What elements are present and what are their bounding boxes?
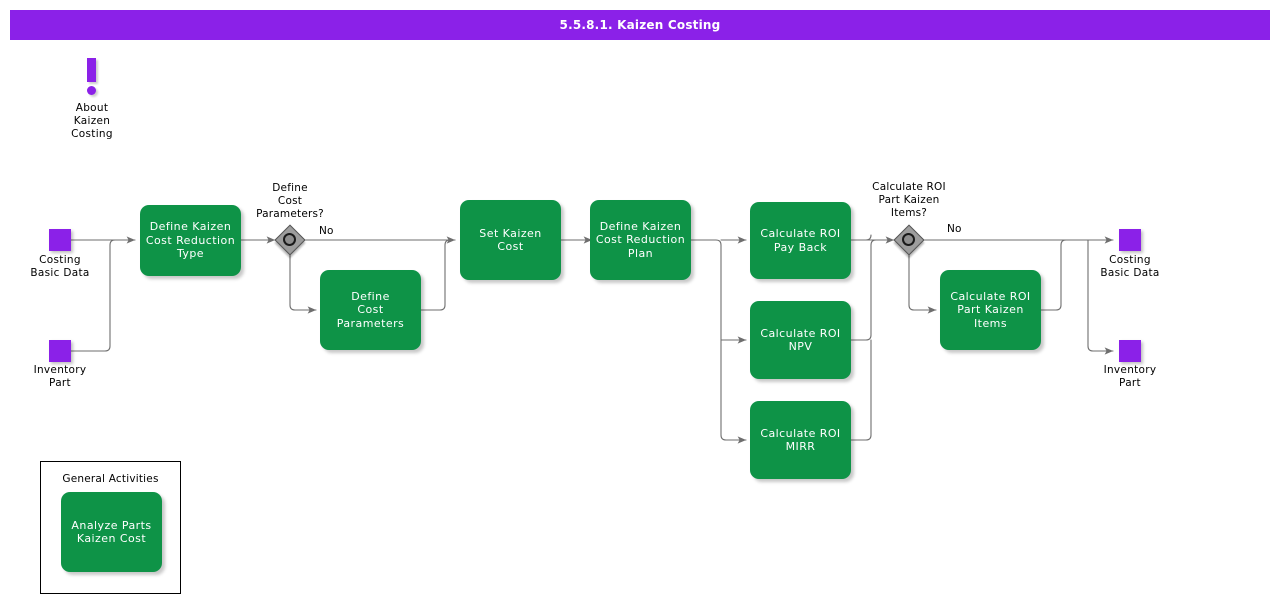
inventory-part-output[interactable] — [1119, 340, 1141, 362]
legend-general-activities: General Activities Analyze Parts Kaizen … — [40, 461, 181, 594]
exclamation-note-icon — [87, 58, 96, 82]
activity-calculate-roi-part-kaizen-items[interactable]: Calculate ROI Part Kaizen Items — [940, 270, 1041, 350]
activity-define-kaizen-cost-reduction-type[interactable]: Define Kaizen Cost Reduction Type — [140, 205, 241, 276]
gateway-circle-icon — [902, 233, 915, 246]
activity-calculate-roi-pay-back[interactable]: Calculate ROI Pay Back — [750, 202, 851, 279]
annotation-label: About Kaizen Costing — [71, 102, 113, 140]
costing-basic-data-input-label: Costing Basic Data — [30, 254, 90, 279]
gateway-define-cost-parameters-no-label: No — [319, 225, 334, 237]
exclamation-note-dot-icon — [87, 86, 96, 95]
activity-set-kaizen-cost[interactable]: Set Kaizen Cost — [460, 200, 561, 280]
about-kaizen-costing-annotation: About Kaizen Costing — [71, 58, 113, 140]
activity-calculate-roi-npv[interactable]: Calculate ROI NPV — [750, 301, 851, 379]
page-title: 5.5.8.1. Kaizen Costing — [10, 10, 1270, 40]
activity-calculate-roi-mirr[interactable]: Calculate ROI MIRR — [750, 401, 851, 479]
costing-basic-data-input[interactable] — [49, 229, 71, 251]
gateway-define-cost-parameters-label: Define Cost Parameters? — [256, 182, 324, 220]
inventory-part-input-label: Inventory Part — [33, 364, 87, 389]
gateway-calculate-roi-part-kaizen-items-no-label: No — [947, 223, 962, 235]
legend-activity-analyze-parts-kaizen-cost[interactable]: Analyze Parts Kaizen Cost — [61, 492, 162, 572]
legend-title: General Activities — [62, 473, 159, 485]
gateway-define-cost-parameters[interactable] — [274, 224, 306, 256]
inventory-part-input[interactable] — [49, 340, 71, 362]
gateway-calculate-roi-part-kaizen-items[interactable] — [893, 224, 925, 256]
costing-basic-data-output[interactable] — [1119, 229, 1141, 251]
inventory-part-output-label: Inventory Part — [1103, 364, 1157, 389]
gateway-circle-icon — [283, 233, 296, 246]
gateway-calculate-roi-part-kaizen-items-label: Calculate ROI Part Kaizen Items? — [872, 181, 946, 219]
activity-define-cost-parameters[interactable]: Define Cost Parameters — [320, 270, 421, 350]
costing-basic-data-output-label: Costing Basic Data — [1100, 254, 1160, 279]
activity-define-kaizen-cost-reduction-plan[interactable]: Define Kaizen Cost Reduction Plan — [590, 200, 691, 280]
